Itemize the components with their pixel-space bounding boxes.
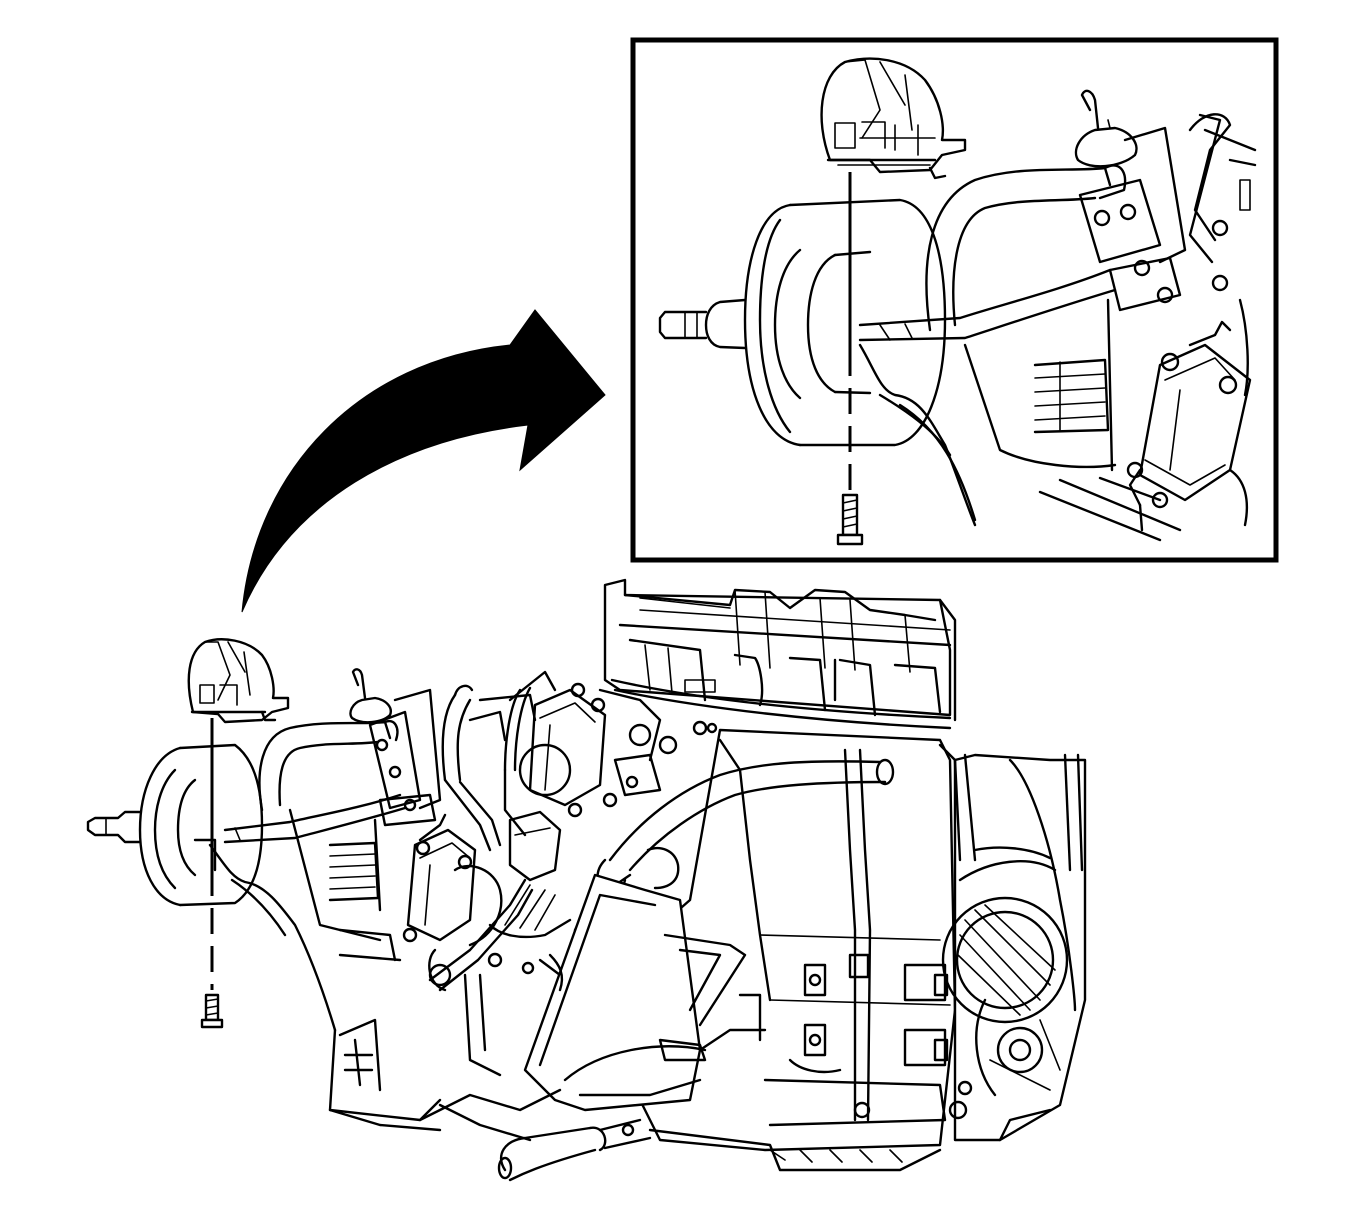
- center-mechanism: [468, 688, 718, 977]
- blower-motor: [86, 743, 264, 907]
- linkage-rods: [428, 684, 534, 992]
- inset-contents: [658, 57, 1257, 546]
- main-bracket: [187, 638, 290, 724]
- inset-blower-motor: [658, 198, 947, 447]
- left-valve-assembly: [349, 668, 442, 827]
- inset-right-duct: [1188, 113, 1257, 292]
- upper-duct-outlet: [603, 578, 957, 730]
- main-screw-icon: [200, 993, 224, 1029]
- drain-tube: [418, 973, 652, 1182]
- detail-inset: [630, 37, 1279, 563]
- inset-housing-shell: [858, 298, 1182, 542]
- inset-screw-icon: [836, 493, 864, 546]
- inset-heater-pipe: [858, 164, 1127, 342]
- curved-arrow-icon: [241, 309, 606, 613]
- main-heater-pipe: [223, 719, 407, 844]
- blower-fan: [941, 753, 1087, 1142]
- inset-valve: [1074, 89, 1187, 312]
- lower-duct-channel: [523, 873, 767, 1112]
- main-assembly: [86, 578, 1087, 1182]
- temperature-actuator: [402, 813, 503, 992]
- inset-bracket: [820, 57, 967, 180]
- mode-actuator: [503, 670, 618, 837]
- lower-left-shell: [208, 808, 442, 1132]
- inset-actuator: [1126, 298, 1252, 532]
